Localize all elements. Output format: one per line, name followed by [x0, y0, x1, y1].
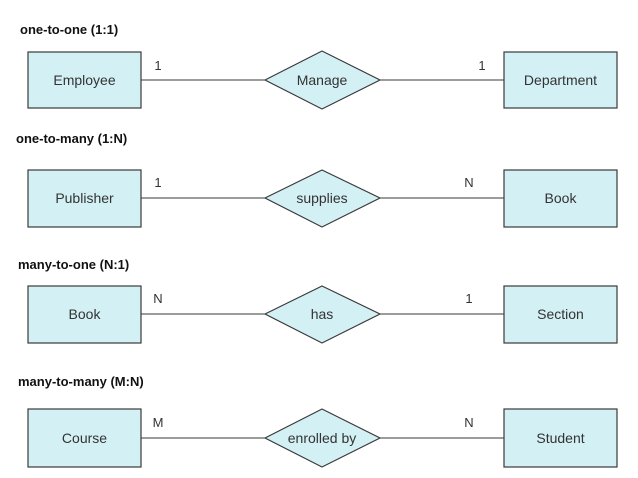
section-heading: one-to-one (1:1) — [20, 22, 118, 37]
relationship-label: supplies — [296, 190, 347, 206]
right-cardinality: 1 — [465, 291, 472, 306]
right-entity-label: Section — [537, 306, 584, 322]
section-one-to-many: one-to-many (1:N) Publisher supplies Boo… — [16, 131, 618, 228]
relationship-diamond — [263, 50, 382, 110]
left-cardinality: M — [153, 415, 164, 430]
relationship-diamond — [263, 169, 382, 228]
section-heading: many-to-one (N:1) — [18, 257, 129, 272]
left-entity-box — [27, 408, 142, 468]
section-many-to-many: many-to-many (M:N) Course enrolled by St… — [18, 374, 618, 468]
left-entity-box — [27, 169, 142, 228]
right-entity-box — [503, 285, 618, 344]
relationship-label: Manage — [297, 72, 348, 88]
left-entity-box — [27, 51, 142, 109]
right-entity-label: Department — [524, 72, 597, 88]
section-heading: many-to-many (M:N) — [18, 374, 144, 389]
right-cardinality: 1 — [478, 58, 485, 73]
left-cardinality: 1 — [154, 58, 161, 73]
left-entity-box — [27, 285, 142, 344]
section-one-to-one: one-to-one (1:1) Employee Manage Departm… — [20, 22, 618, 110]
left-entity-label: Publisher — [55, 190, 114, 206]
right-entity-box — [503, 51, 618, 109]
left-cardinality: N — [153, 291, 162, 306]
relationship-label: has — [311, 306, 334, 322]
section-heading: one-to-many (1:N) — [16, 131, 127, 146]
right-entity-label: Book — [545, 190, 578, 206]
relationship-diamond — [263, 285, 382, 344]
section-many-to-one: many-to-one (N:1) Book has Section N 1 — [18, 257, 618, 344]
right-cardinality: N — [464, 415, 473, 430]
left-entity-label: Course — [62, 430, 107, 446]
right-cardinality: N — [464, 175, 473, 190]
right-entity-box — [503, 408, 618, 468]
right-entity-box — [503, 169, 618, 228]
left-entity-label: Book — [69, 306, 102, 322]
relationship-label: enrolled by — [288, 430, 357, 446]
relationship-diamond — [263, 408, 382, 468]
right-entity-label: Student — [536, 430, 584, 446]
left-entity-label: Employee — [53, 72, 115, 88]
left-cardinality: 1 — [154, 175, 161, 190]
